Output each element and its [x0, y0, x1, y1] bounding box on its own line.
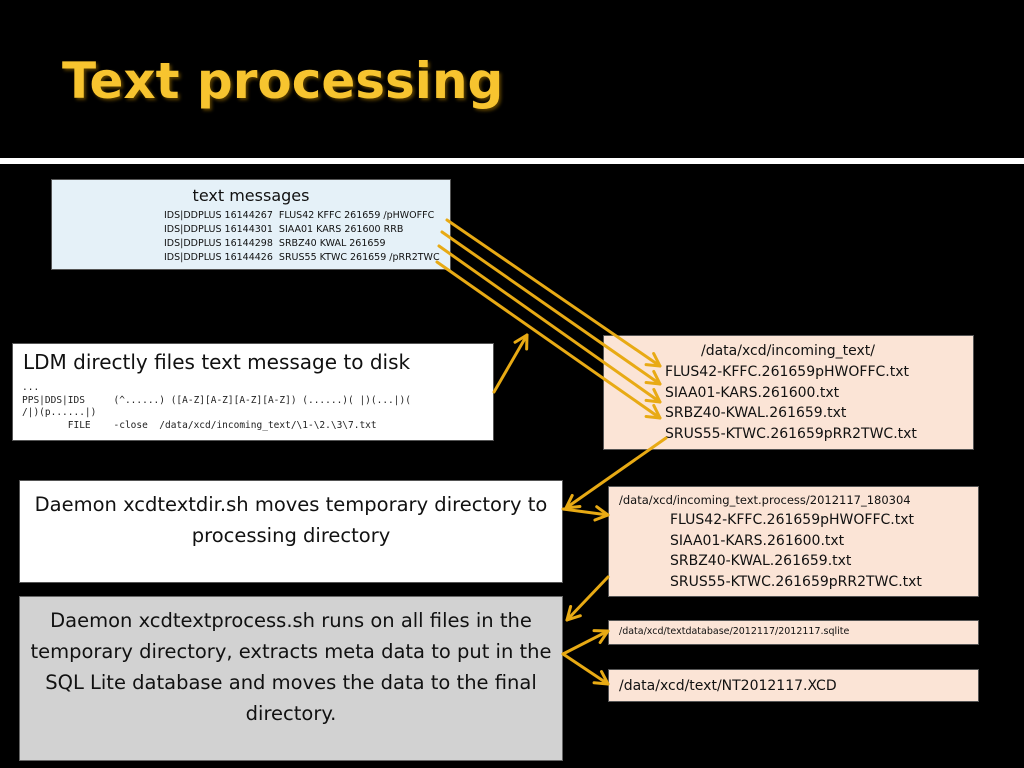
text-message-line: IDS|DDPLUS 16144267 FLUS42 KFFC 261659 /…: [164, 210, 435, 221]
text-message-line: IDS|DDPLUS 16144301 SIAA01 KARS 261600 R…: [164, 224, 404, 235]
daemon-xcdtextdir-text: Daemon xcdtextdir.sh moves temporary dir…: [34, 493, 548, 547]
slide-title: Text processing: [62, 52, 504, 110]
header-separator: [0, 158, 1024, 164]
final-dir-box: /data/xcd/text/NT2012117.XCD: [608, 669, 979, 702]
code-line: ...: [22, 382, 40, 393]
code-line: /|)(p......|): [22, 407, 97, 418]
text-message-line: IDS|DDPLUS 16144298 SRBZ40 KWAL 261659: [164, 238, 386, 249]
final-dir-path: /data/xcd/text/NT2012117.XCD: [619, 678, 837, 694]
file-item: SRUS55-KTWC.261659pRR2TWC.txt: [670, 573, 922, 590]
file-item: SRUS55-KTWC.261659pRR2TWC.txt: [665, 425, 917, 442]
file-item: FLUS42-KFFC.261659pHWOFFC.txt: [670, 512, 914, 528]
sqlite-db-box: /data/xcd/textdatabase/2012117/2012117.s…: [608, 620, 979, 645]
process-dir-path: /data/xcd/incoming_text.process/2012117_…: [619, 493, 911, 507]
file-item: SIAA01-KARS.261600.txt: [670, 532, 845, 549]
incoming-text-box: /data/xcd/incoming_text/ FLUS42-KFFC.261…: [603, 335, 974, 450]
code-line: FILE -close /data/xcd/incoming_text/\1-\…: [22, 419, 377, 431]
ldm-pqact-code: ...PPS|DDS|IDS (^......) ([A-Z][A-Z][A-Z…: [22, 382, 411, 432]
text-messages-title: text messages: [192, 186, 310, 205]
file-item: SRBZ40-KWAL.261659.txt: [665, 405, 847, 421]
file-item: FLUS42-KFFC.261659pHWOFFC.txt: [665, 364, 909, 380]
file-item: SRBZ40-KWAL.261659.txt: [670, 553, 852, 569]
text-messages-box: text messages IDS|DDPLUS 16144267 FLUS42…: [51, 179, 451, 270]
incoming-text-path: /data/xcd/incoming_text/: [701, 343, 875, 359]
text-message-line: IDS|DDPLUS 16144426 SRUS55 KTWC 261659 /…: [164, 252, 440, 263]
daemon-xcdtextdir-box: Daemon xcdtextdir.sh moves temporary dir…: [19, 480, 563, 583]
file-item: SIAA01-KARS.261600.txt: [665, 384, 840, 401]
daemon-xcdtextprocess-box: Daemon xcdtextprocess.sh runs on all fil…: [19, 596, 563, 761]
sqlite-db-path: /data/xcd/textdatabase/2012117/2012117.s…: [619, 626, 850, 637]
ldm-title: LDM directly files text message to disk: [23, 350, 411, 374]
slide-header: Text processing: [0, 0, 1024, 158]
code-line: PPS|DDS|IDS (^......) ([A-Z][A-Z][A-Z][A…: [22, 394, 411, 406]
process-dir-box: /data/xcd/incoming_text.process/2012117_…: [608, 486, 979, 597]
text-messages-lines: IDS|DDPLUS 16144267 FLUS42 KFFC 261659 /…: [164, 209, 440, 265]
daemon-xcdtextprocess-text: Daemon xcdtextprocess.sh runs on all fil…: [30, 609, 552, 725]
ldm-box: LDM directly files text message to disk …: [12, 343, 494, 441]
